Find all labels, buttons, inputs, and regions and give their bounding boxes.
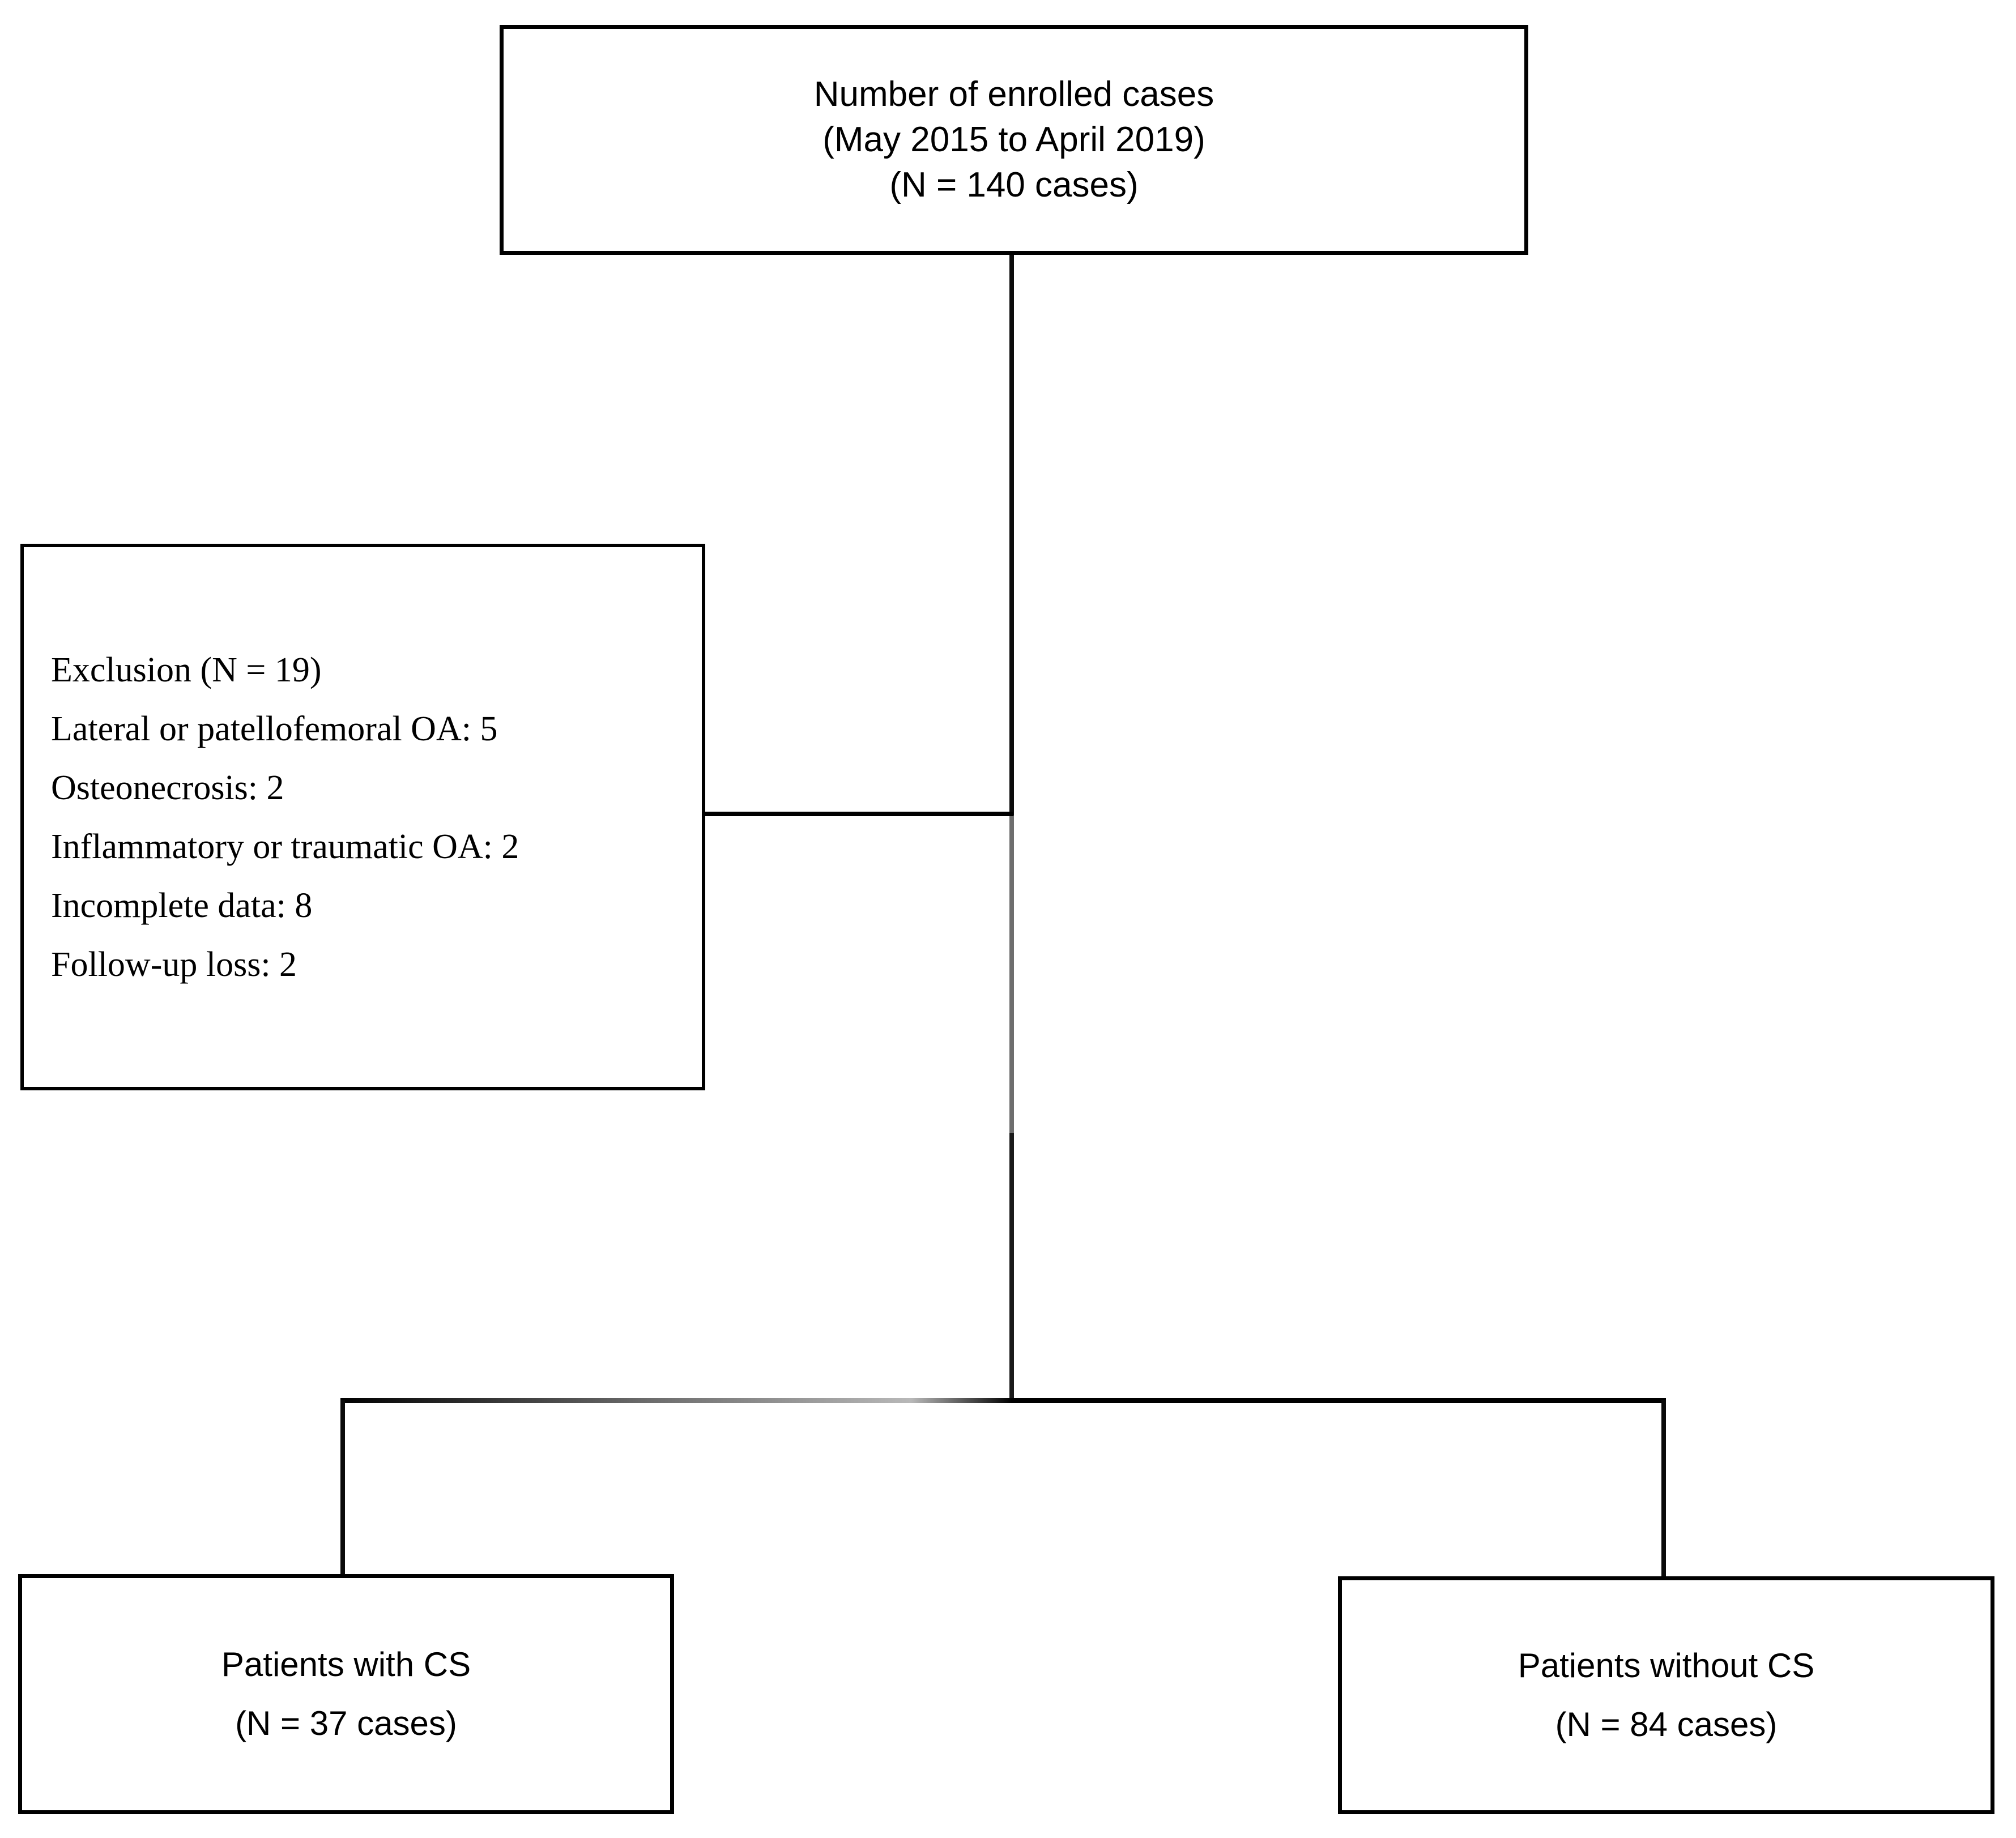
- enrolled-line-1: Number of enrolled cases: [813, 75, 1214, 114]
- without-cs-count: (N = 84 cases): [1555, 1705, 1778, 1743]
- connector-drop-left: [340, 1400, 345, 1576]
- connector-trunk-lower: [1009, 1133, 1014, 1402]
- enrolled-line-3: (N = 140 cases): [889, 165, 1139, 204]
- with-cs-count: (N = 37 cases): [235, 1704, 457, 1742]
- connector-trunk-middle: [1009, 816, 1014, 1133]
- exclusion-reason-3: Inflammatory or traumatic OA: 2: [51, 827, 519, 866]
- connector-branch-bar-left: [340, 1398, 1012, 1403]
- exclusion-heading: Exclusion (N = 19): [51, 650, 322, 689]
- exclusion-reason-5: Follow-up loss: 2: [51, 945, 297, 984]
- node-patients-with-cs: Patients with CS (N = 37 cases): [18, 1574, 674, 1814]
- node-enrolled-cases: Number of enrolled cases (May 2015 to Ap…: [500, 25, 1528, 255]
- connector-exclusion-stub: [704, 812, 1013, 816]
- exclusion-reason-2: Osteonecrosis: 2: [51, 768, 284, 807]
- with-cs-title: Patients with CS: [221, 1645, 471, 1683]
- node-exclusion: Exclusion (N = 19) Lateral or patellofem…: [20, 544, 705, 1090]
- connector-trunk-upper: [1009, 255, 1014, 816]
- without-cs-title: Patients without CS: [1518, 1647, 1815, 1685]
- connector-branch-bar-right: [1012, 1398, 1666, 1403]
- connector-drop-right: [1661, 1400, 1666, 1578]
- enrolled-line-2: (May 2015 to April 2019): [822, 120, 1205, 159]
- exclusion-reason-4: Incomplete data: 8: [51, 886, 313, 925]
- node-patients-without-cs: Patients without CS (N = 84 cases): [1338, 1576, 1994, 1814]
- exclusion-reason-1: Lateral or patellofemoral OA: 5: [51, 709, 498, 748]
